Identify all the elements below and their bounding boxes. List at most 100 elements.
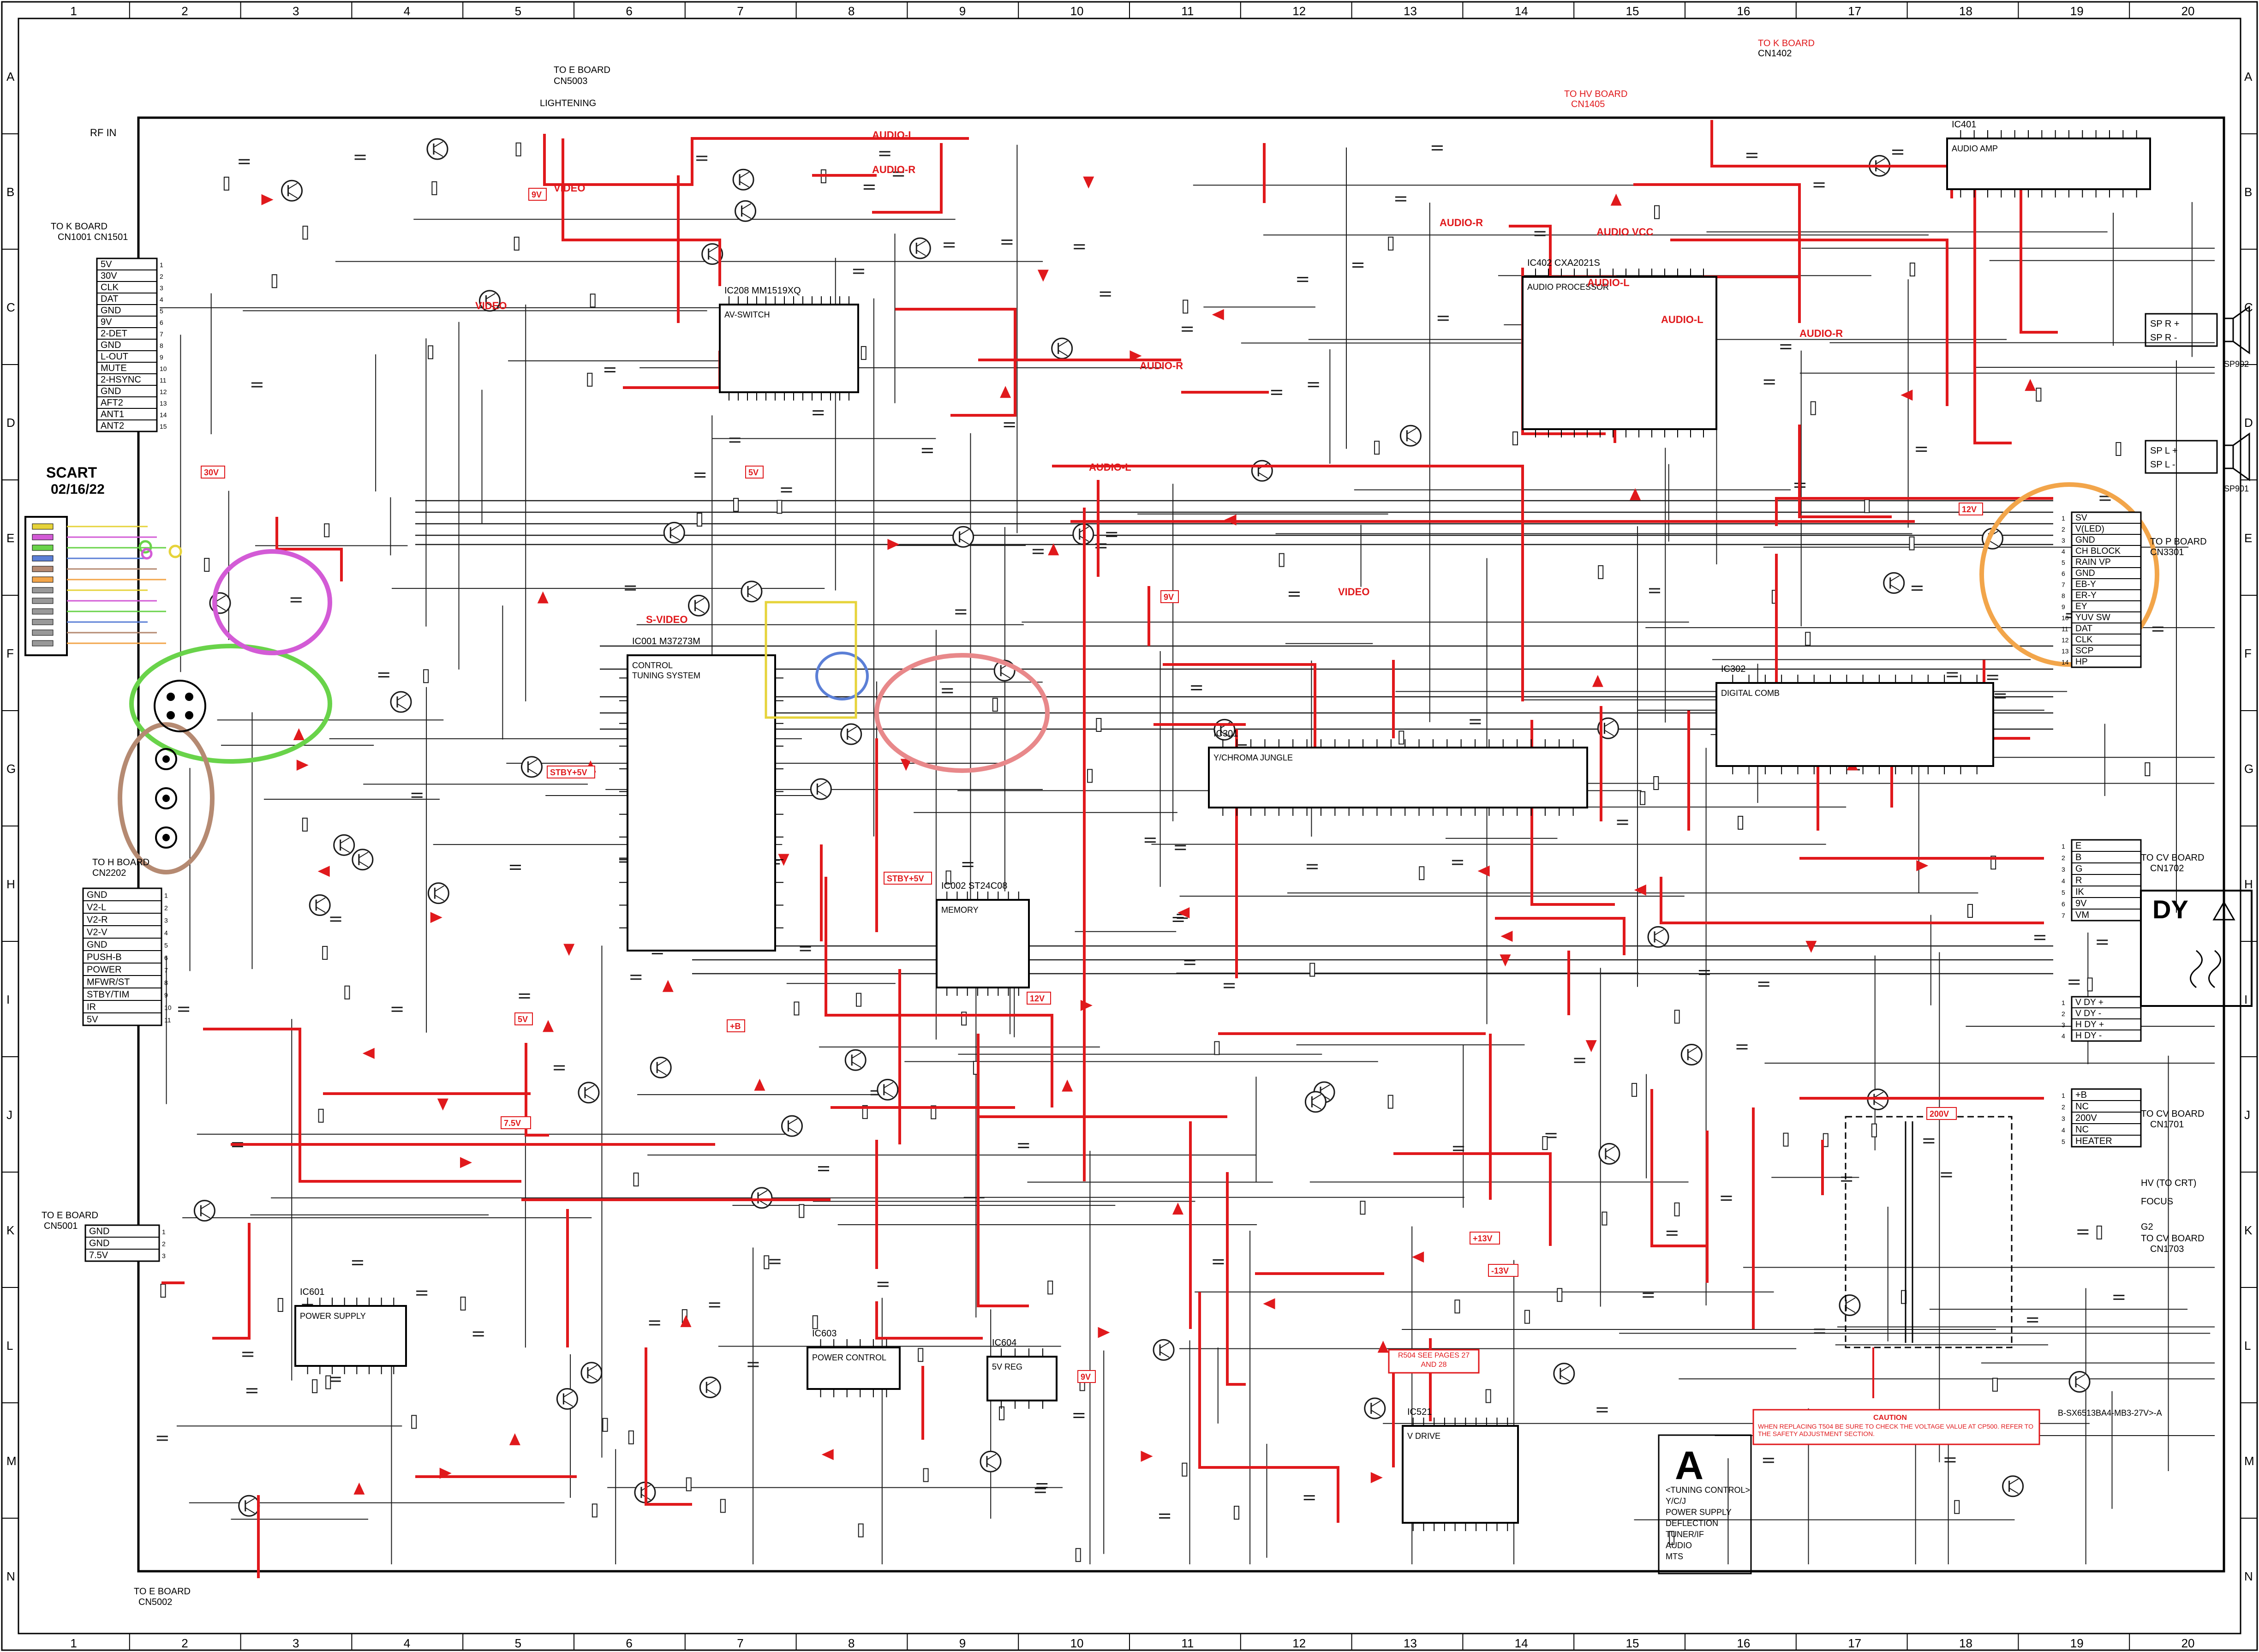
column-label: 19 — [2070, 1636, 2084, 1650]
row-label: H — [2244, 877, 2253, 891]
connector-pin-number: 3 — [160, 284, 163, 292]
connector-pin-number: 10 — [164, 1004, 172, 1011]
highlight-orange — [1979, 482, 2159, 667]
ic-ref: IC401 — [1952, 120, 1976, 130]
wiring-background — [156, 138, 2215, 1564]
connector-pin-number: 6 — [164, 954, 168, 961]
note-to-cv-board-2: TO CV BOARD — [2141, 1109, 2204, 1119]
row-label: G — [2244, 762, 2253, 776]
connector-pin-label: DAT — [101, 294, 119, 304]
rail-label: +13V — [1473, 1234, 1493, 1243]
highlight-magenta — [212, 549, 332, 655]
connector-pin-number: 1 — [164, 892, 168, 899]
column-label: 8 — [848, 4, 855, 18]
connector-pin-label: SV — [2075, 513, 2087, 523]
connector-pin-number: 12 — [2062, 636, 2069, 644]
row-label: N — [6, 1569, 15, 1583]
connector-pin-label: 30V — [101, 271, 117, 281]
connector-pin-number: 1 — [2062, 515, 2065, 522]
column-label: 16 — [1737, 4, 1750, 18]
connector-pin-number: 9 — [160, 353, 163, 361]
note-g2: G2 — [2141, 1222, 2153, 1232]
ic-function: AUDIO AMP — [1952, 144, 1998, 153]
column-label: 19 — [2070, 4, 2084, 18]
column-label: 20 — [2181, 1636, 2195, 1650]
column-label: 14 — [1515, 1636, 1528, 1650]
connector-pin-label: NC — [2075, 1101, 2089, 1112]
sp-r-minus: SP R - — [2150, 333, 2177, 343]
connector-pin-number: 8 — [160, 342, 163, 349]
column-label: 12 — [1292, 4, 1306, 18]
connector-pin-number: 1 — [2062, 999, 2065, 1006]
connector-pin-label: IK — [2075, 887, 2085, 897]
connector-pin-number: 1 — [2062, 843, 2065, 850]
column-label: 17 — [1848, 4, 1861, 18]
connector-pin-label: RAIN VP — [2075, 557, 2111, 567]
ic-ref: IC002 ST24C08 — [941, 881, 1007, 891]
ic-ref: IC208 MM1519XQ — [724, 286, 801, 296]
connector-pin-number: 2 — [2062, 1010, 2065, 1018]
connector-pin-number: 5 — [164, 941, 168, 949]
connector-pin-label: GND — [87, 940, 107, 950]
connector-pin-number: 1 — [162, 1228, 166, 1236]
connector-pin-number: 11 — [160, 377, 167, 384]
ic-function: DIGITAL COMB — [1721, 688, 1780, 698]
connector-pin-label: GND — [89, 1227, 109, 1237]
connector-pin-label: 7.5V — [89, 1251, 108, 1261]
connector-pin-label: EB-Y — [2075, 580, 2096, 589]
connector-pin-label: GND — [101, 386, 121, 396]
green-pin-marker — [138, 540, 152, 554]
connector-pin-label: V2-V — [87, 927, 108, 937]
column-label: 9 — [959, 1636, 966, 1650]
row-label: A — [2244, 70, 2253, 84]
column-label: 3 — [293, 4, 299, 18]
column-label: 1 — [70, 1636, 77, 1650]
connector-pin-number: 1 — [2062, 1092, 2065, 1099]
ic-ref: IC302 — [1721, 664, 1745, 674]
highlight-annotations — [118, 482, 2159, 874]
yellow-pin-marker — [168, 545, 182, 558]
note-to-k-board-top-cn: CN1402 — [1758, 48, 1792, 59]
column-label: 3 — [293, 1636, 299, 1650]
column-label: 2 — [181, 4, 188, 18]
rf-in-label: RF IN — [90, 127, 116, 138]
rail-label: 30V — [204, 468, 219, 477]
connector-pin-number: 10 — [160, 365, 167, 372]
note-to-e-board-bottom: TO E BOARD — [134, 1586, 191, 1597]
note-to-e-board-lower: TO E BOARD — [42, 1210, 98, 1221]
see-pages-note: R504 SEE PAGES 27 AND 28 — [1388, 1349, 1480, 1374]
rail-label: 9V — [1164, 593, 1174, 602]
signal-label: S-VIDEO — [646, 614, 687, 625]
ic-ref: IC301 — [1213, 729, 1238, 739]
connector-pin-label: 5V — [101, 259, 112, 269]
column-label: 4 — [404, 4, 410, 18]
connector-pin-label: ANT1 — [101, 409, 124, 419]
connector-pin-number: 8 — [2062, 592, 2065, 599]
signal-label: AUDIO-R — [872, 164, 915, 175]
connector-pin-label: POWER — [87, 964, 122, 975]
ic-function: AV-SWITCH — [724, 310, 770, 319]
rail-label: 12V — [1962, 505, 1977, 514]
connector-pin-label: V2-L — [87, 902, 106, 912]
row-label: D — [6, 416, 15, 430]
connector-pin-number: 13 — [2062, 647, 2069, 655]
rail-label: STBY+5V — [550, 768, 587, 777]
scart-title: SCART — [46, 464, 97, 481]
note-to-cv-board-3: TO CV BOARD — [2141, 1233, 2204, 1244]
ic-function: 5V REG — [992, 1362, 1022, 1371]
connector-pin-label: V(LED) — [2075, 524, 2104, 534]
signal-label: AUDIO-L — [1587, 277, 1630, 288]
connector-pin-number: 13 — [160, 400, 167, 407]
speaker-outputs: SP R + SP R - SP L + SP L - SP902 SP901 — [2145, 305, 2250, 493]
note-to-cv-board-2-cn: CN1701 — [2150, 1119, 2184, 1130]
board-notes: TO E BOARD CN5003 LIGHTENING RF IN TO K … — [42, 38, 2207, 1607]
column-label: 9 — [959, 4, 966, 18]
connector-pin-number: 4 — [2062, 1126, 2065, 1134]
